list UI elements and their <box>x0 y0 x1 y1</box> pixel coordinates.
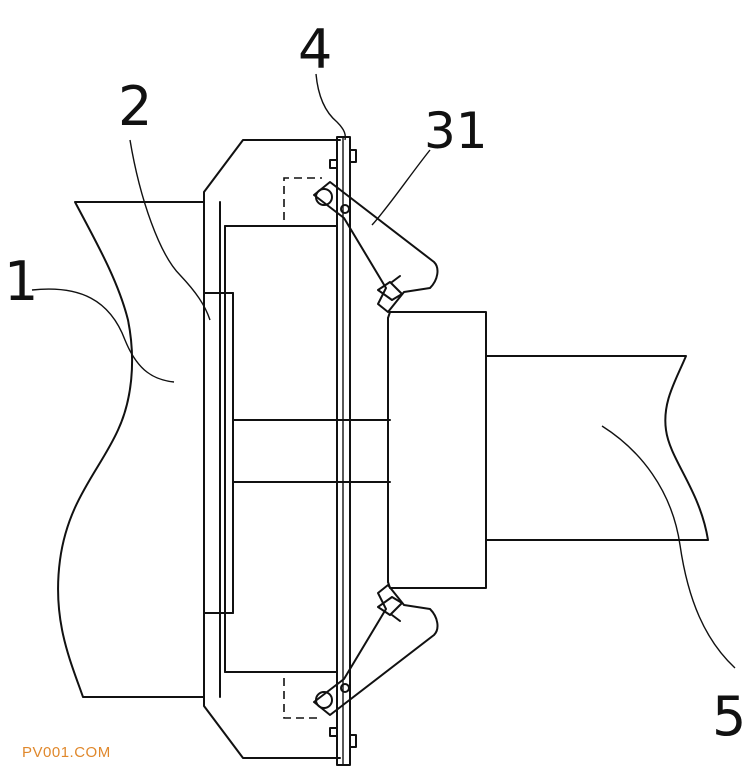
part-2-plate <box>203 201 234 698</box>
label-part-2: 2 <box>118 75 152 138</box>
hidden-lines <box>283 177 322 719</box>
label-part-1: 1 <box>4 250 38 313</box>
part-31-upper-lever <box>313 181 439 313</box>
label-part-5: 5 <box>712 685 746 748</box>
coupling-block <box>387 311 487 589</box>
label-part-31: 31 <box>424 102 488 160</box>
part-4-flange <box>329 136 357 766</box>
part-5-shaft <box>485 355 709 541</box>
leader-lines <box>31 73 736 669</box>
label-part-4: 4 <box>298 18 332 81</box>
part-1-body <box>57 201 205 698</box>
watermark: PV001.COM <box>22 744 111 761</box>
lower-lever <box>313 584 439 716</box>
housing-outline <box>203 139 391 759</box>
